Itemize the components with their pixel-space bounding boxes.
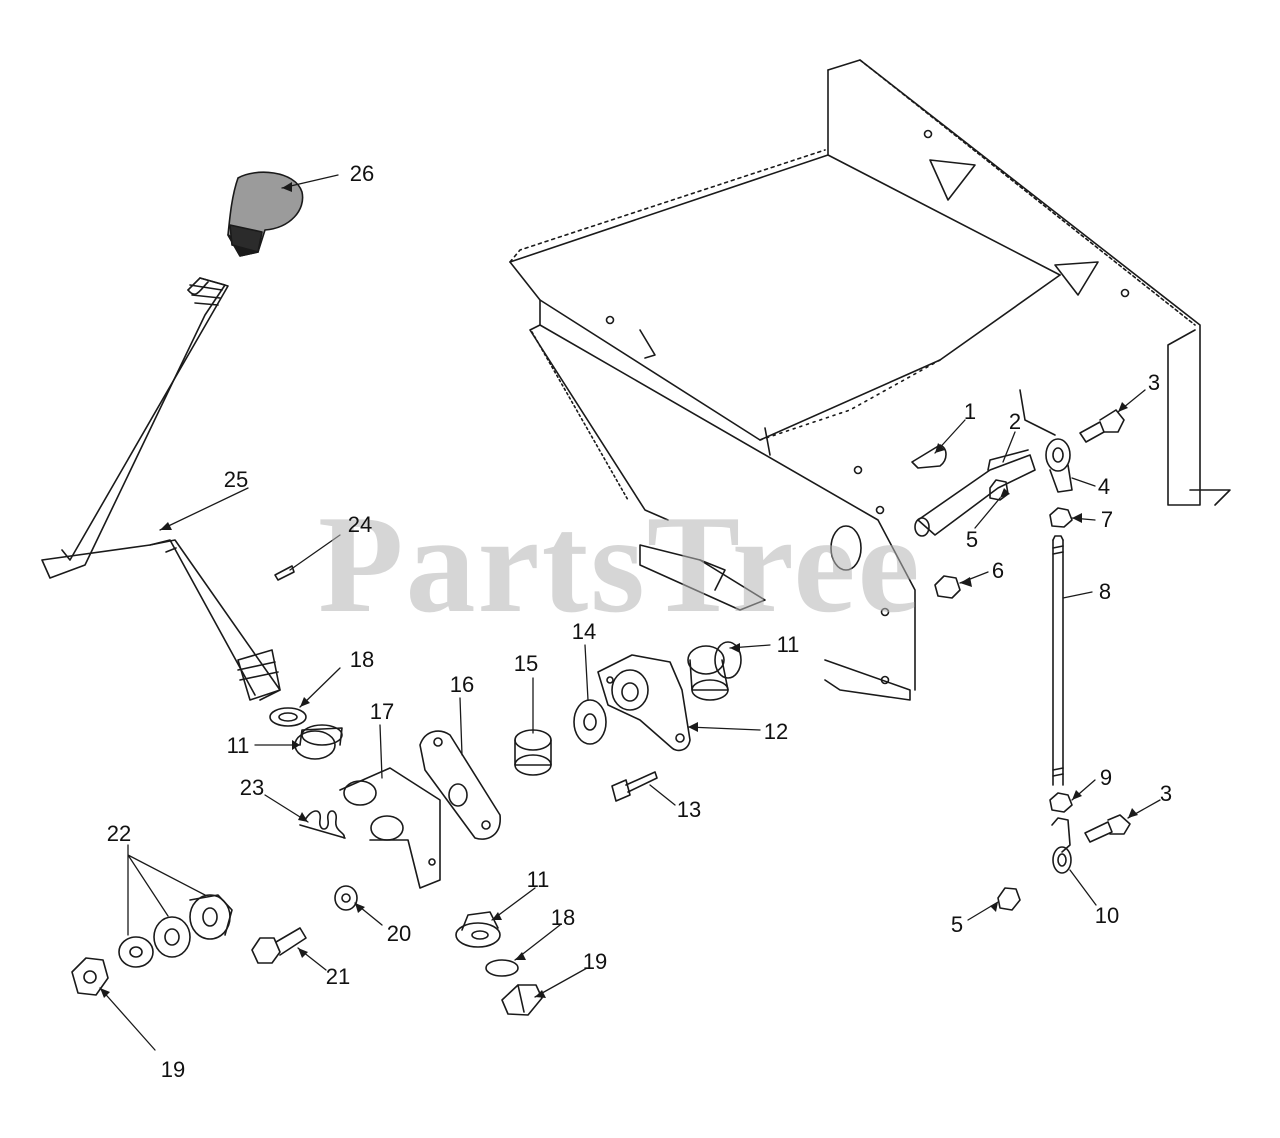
callout-2: 2 bbox=[1008, 409, 1022, 434]
callout-7: 7 bbox=[1100, 507, 1114, 532]
callout-5: 5 bbox=[965, 527, 979, 552]
callout-20: 20 bbox=[386, 921, 412, 946]
callout-3: 3 bbox=[1159, 781, 1173, 806]
callout-25: 25 bbox=[223, 467, 249, 492]
lever-arm-part-12 bbox=[597, 654, 691, 752]
key-part-1 bbox=[911, 444, 947, 469]
washer-part-18 bbox=[269, 707, 307, 727]
rod-end-part-10 bbox=[1051, 817, 1072, 874]
bolt-part-21 bbox=[251, 927, 307, 964]
callout-11: 11 bbox=[776, 632, 800, 657]
callout-10: 10 bbox=[1094, 903, 1120, 928]
callout-8: 8 bbox=[1098, 579, 1112, 604]
nut-part-5-lower bbox=[997, 887, 1021, 911]
bolt-part-3-lower bbox=[1084, 814, 1131, 843]
nut-part-19-right bbox=[501, 984, 543, 1016]
spacer-part-15 bbox=[514, 729, 552, 776]
callout-3: 3 bbox=[1147, 370, 1161, 395]
bracket-part-17 bbox=[339, 767, 441, 889]
nut-part-6 bbox=[934, 575, 961, 599]
callout-23: 23 bbox=[239, 775, 265, 800]
callout-5: 5 bbox=[950, 912, 964, 937]
callout-12: 12 bbox=[763, 719, 789, 744]
callout-4: 4 bbox=[1097, 474, 1111, 499]
callout-6: 6 bbox=[991, 558, 1005, 583]
callout-11: 11 bbox=[226, 733, 250, 758]
bushing-part-11-upper bbox=[687, 641, 742, 701]
callout-16: 16 bbox=[449, 672, 475, 697]
bushing-part-11-left bbox=[294, 724, 343, 760]
shift-lever-part-25 bbox=[41, 277, 281, 701]
callout-19: 19 bbox=[160, 1057, 186, 1082]
callout-24: 24 bbox=[347, 512, 373, 537]
washers-part-22 bbox=[118, 894, 233, 968]
spring-part-23 bbox=[299, 810, 346, 839]
callout-19: 19 bbox=[582, 949, 608, 974]
callout-13: 13 bbox=[676, 797, 702, 822]
leader-lines bbox=[99, 174, 1161, 1051]
callout-18: 18 bbox=[349, 647, 375, 672]
bushing-part-11-lower bbox=[455, 911, 501, 948]
washer-part-20 bbox=[334, 885, 358, 911]
knob-part-26 bbox=[227, 171, 304, 257]
callout-26: 26 bbox=[349, 161, 375, 186]
washer-part-18-lower bbox=[485, 959, 519, 977]
callout-14: 14 bbox=[571, 619, 597, 644]
rod-end-part-4 bbox=[1045, 438, 1073, 493]
callout-15: 15 bbox=[513, 651, 539, 676]
callout-17: 17 bbox=[369, 699, 395, 724]
bolt-part-13 bbox=[611, 771, 658, 802]
bolt-part-3-upper bbox=[1079, 409, 1125, 443]
nut-part-9 bbox=[1049, 792, 1073, 813]
frame-bracket bbox=[509, 59, 1231, 701]
plate-part-16 bbox=[419, 730, 501, 840]
rod-part-8 bbox=[1052, 535, 1064, 786]
washer-part-14 bbox=[573, 699, 607, 745]
callout-21: 21 bbox=[325, 964, 351, 989]
pin-part-24 bbox=[274, 565, 295, 581]
callout-1: 1 bbox=[963, 399, 977, 424]
callout-18: 18 bbox=[550, 905, 576, 930]
callout-11: 11 bbox=[526, 867, 550, 892]
nut-part-7 bbox=[1049, 507, 1073, 528]
nut-part-19-left bbox=[71, 957, 109, 996]
shaft-part-2 bbox=[914, 449, 1036, 537]
leader-arrowheads bbox=[100, 182, 1138, 998]
callout-9: 9 bbox=[1099, 765, 1113, 790]
callout-22: 22 bbox=[106, 821, 132, 846]
